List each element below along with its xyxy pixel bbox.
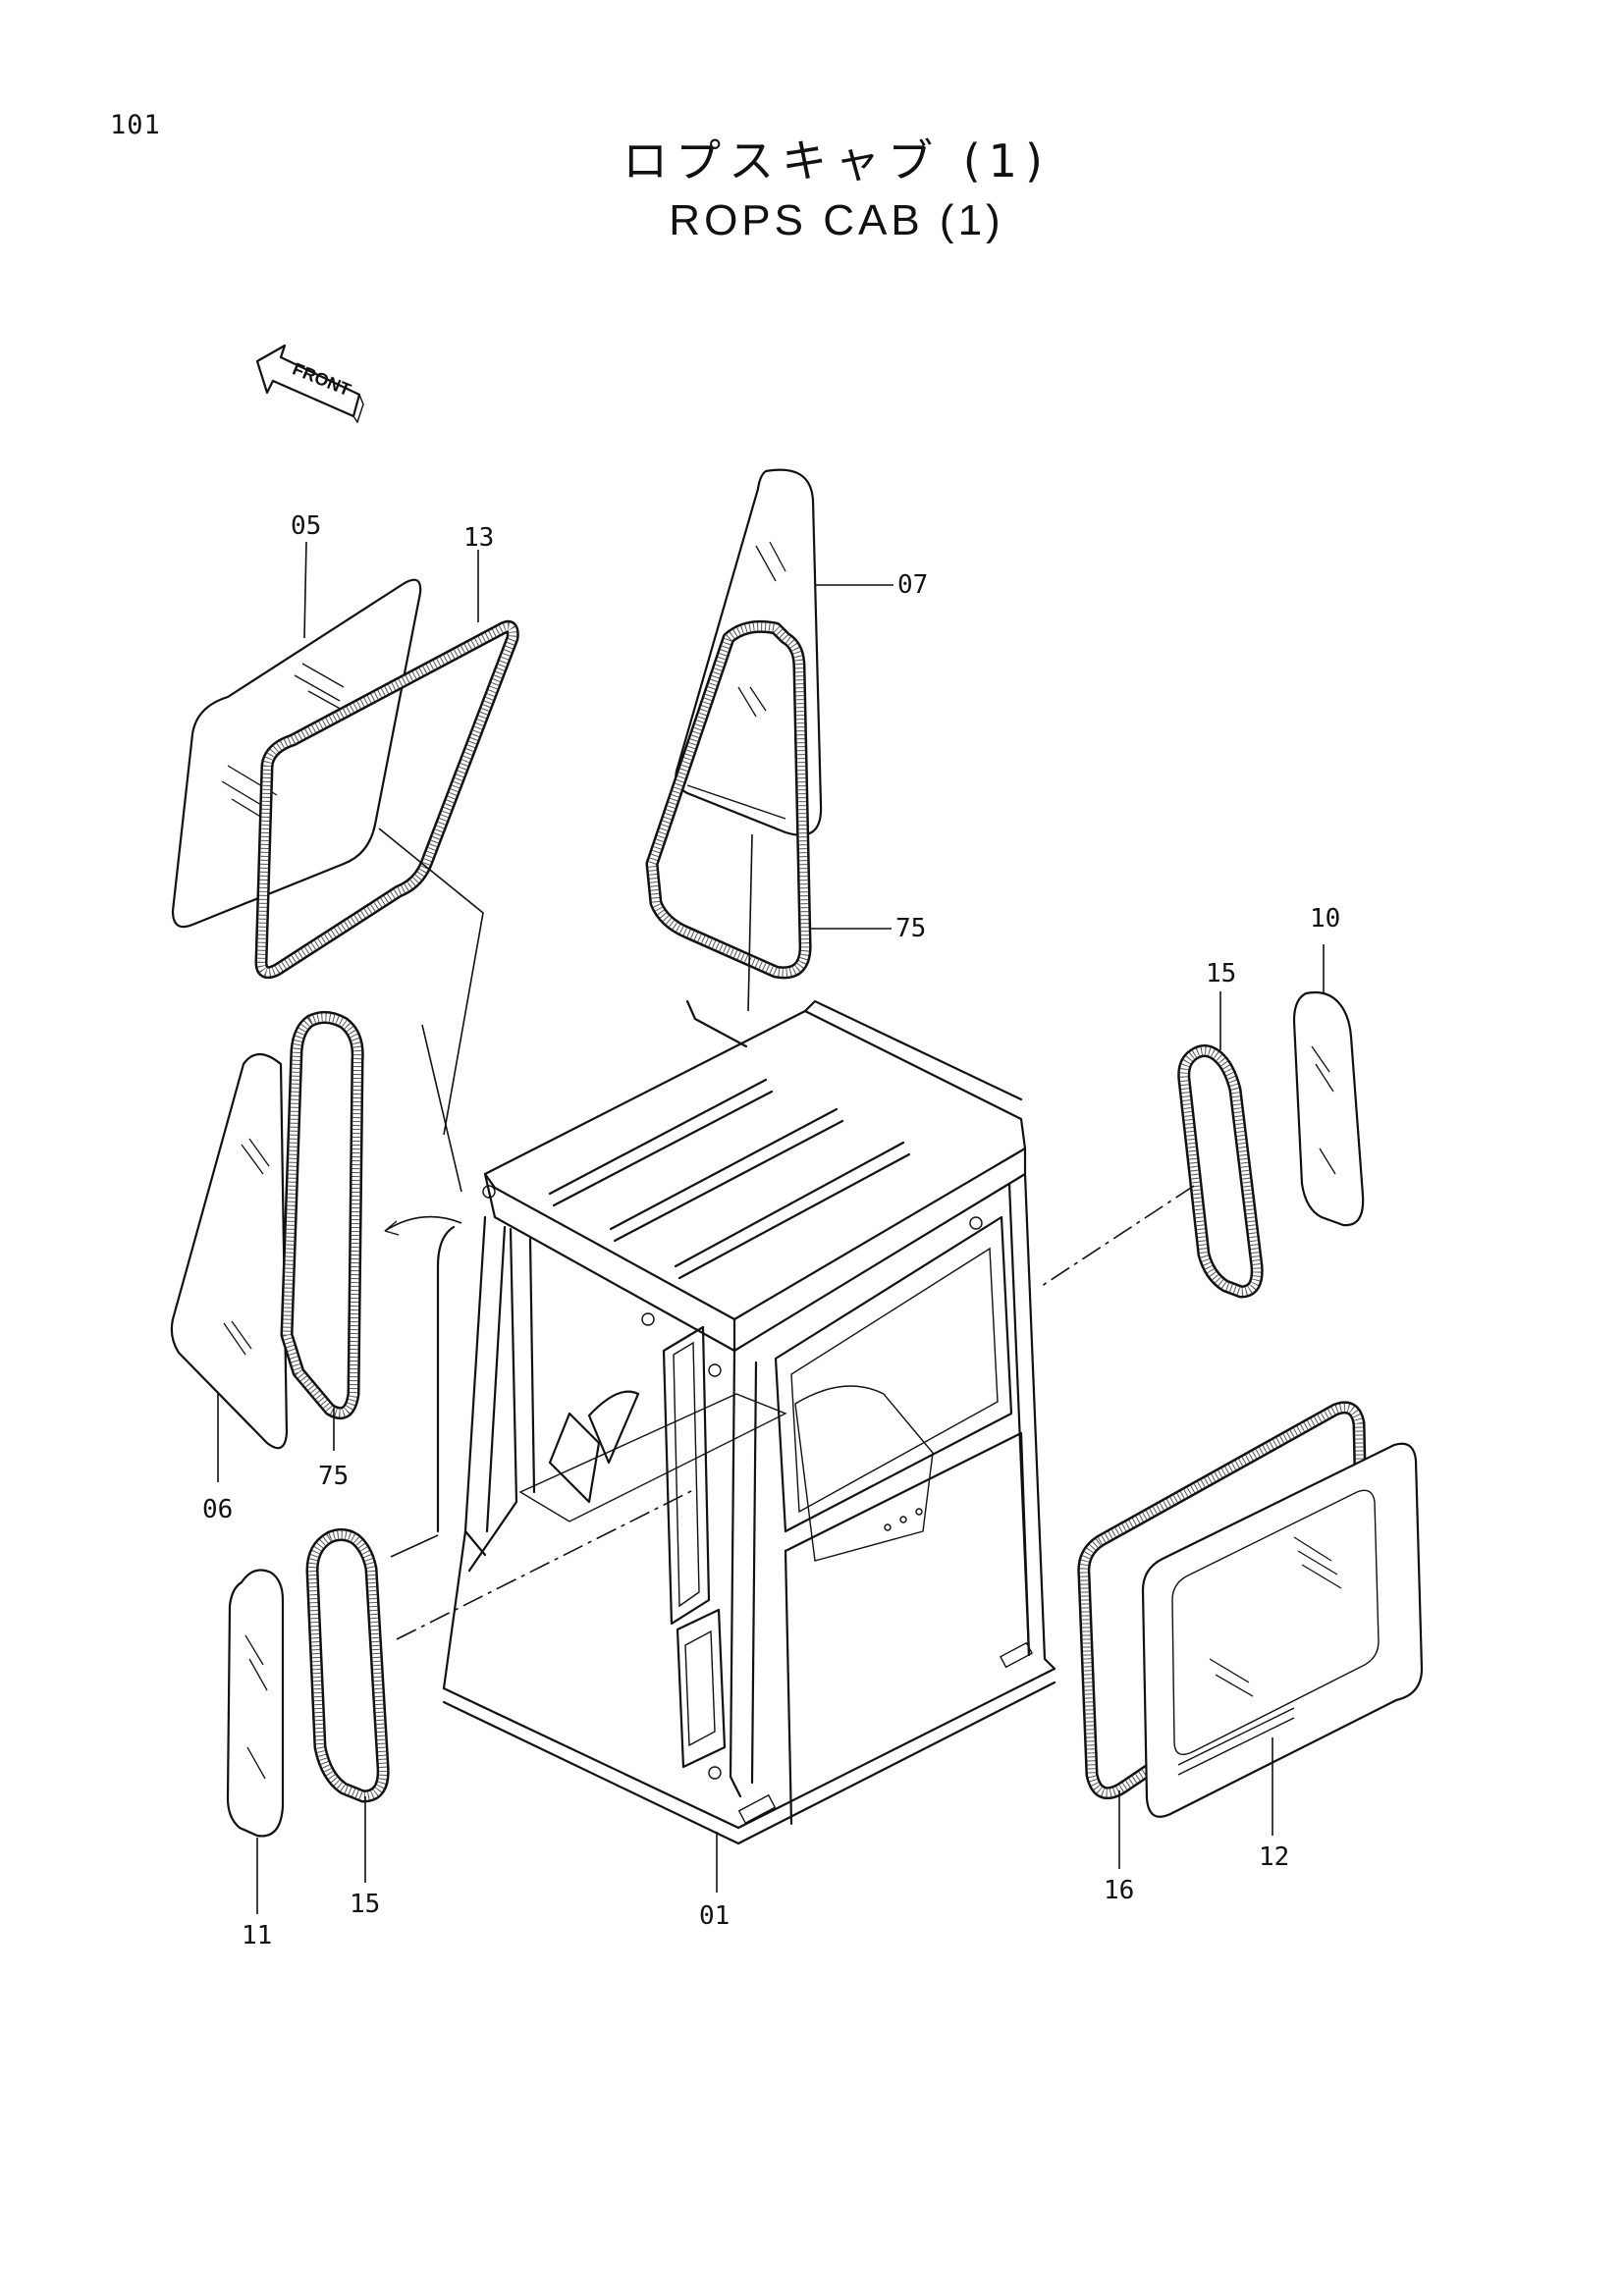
callout-13: 13 — [463, 523, 494, 553]
part-12-glass — [1141, 1442, 1424, 1818]
callout-05: 05 — [291, 511, 321, 541]
part-15-seal-lower — [305, 1527, 390, 1803]
page-number: 101 — [110, 110, 161, 140]
callout-15-upper: 15 — [1206, 959, 1236, 988]
callout-01: 01 — [699, 1901, 730, 1931]
callout-12: 12 — [1259, 1842, 1289, 1872]
part-07-glass — [675, 468, 823, 836]
part-10-glass — [1292, 990, 1365, 1227]
part-15-seal-upper — [1177, 1044, 1264, 1299]
front-arrow-label: FRONT — [290, 359, 353, 400]
callout-07: 07 — [897, 570, 928, 600]
part-05-glass — [171, 578, 422, 929]
callout-10: 10 — [1310, 904, 1340, 934]
callout-06: 06 — [202, 1495, 233, 1524]
callout-15-lower: 15 — [350, 1890, 380, 1919]
leader-lines — [217, 541, 1325, 1914]
part-06-glass — [170, 1052, 289, 1450]
callout-16: 16 — [1104, 1876, 1134, 1905]
title-japanese: ロプスキャブ (1) — [623, 134, 1051, 187]
title-english: ROPS CAB (1) — [669, 196, 1004, 244]
part-11-glass — [226, 1569, 285, 1838]
part-01-cab-frame — [436, 999, 1056, 1845]
part-13-seal — [254, 619, 519, 980]
callout-75-left: 75 — [318, 1462, 349, 1491]
page-title: ロプスキャブ (1) ROPS CAB (1) — [0, 126, 1624, 245]
part-75-seal-left — [280, 1011, 364, 1419]
callout-numbers: 05 13 07 75 10 15 06 75 11 15 01 16 12 — [202, 511, 1340, 1950]
front-arrow-icon: FRONT — [255, 344, 364, 424]
part-75-seal-upper — [645, 619, 812, 980]
callout-11: 11 — [242, 1921, 272, 1950]
callout-75-upper: 75 — [895, 914, 926, 943]
